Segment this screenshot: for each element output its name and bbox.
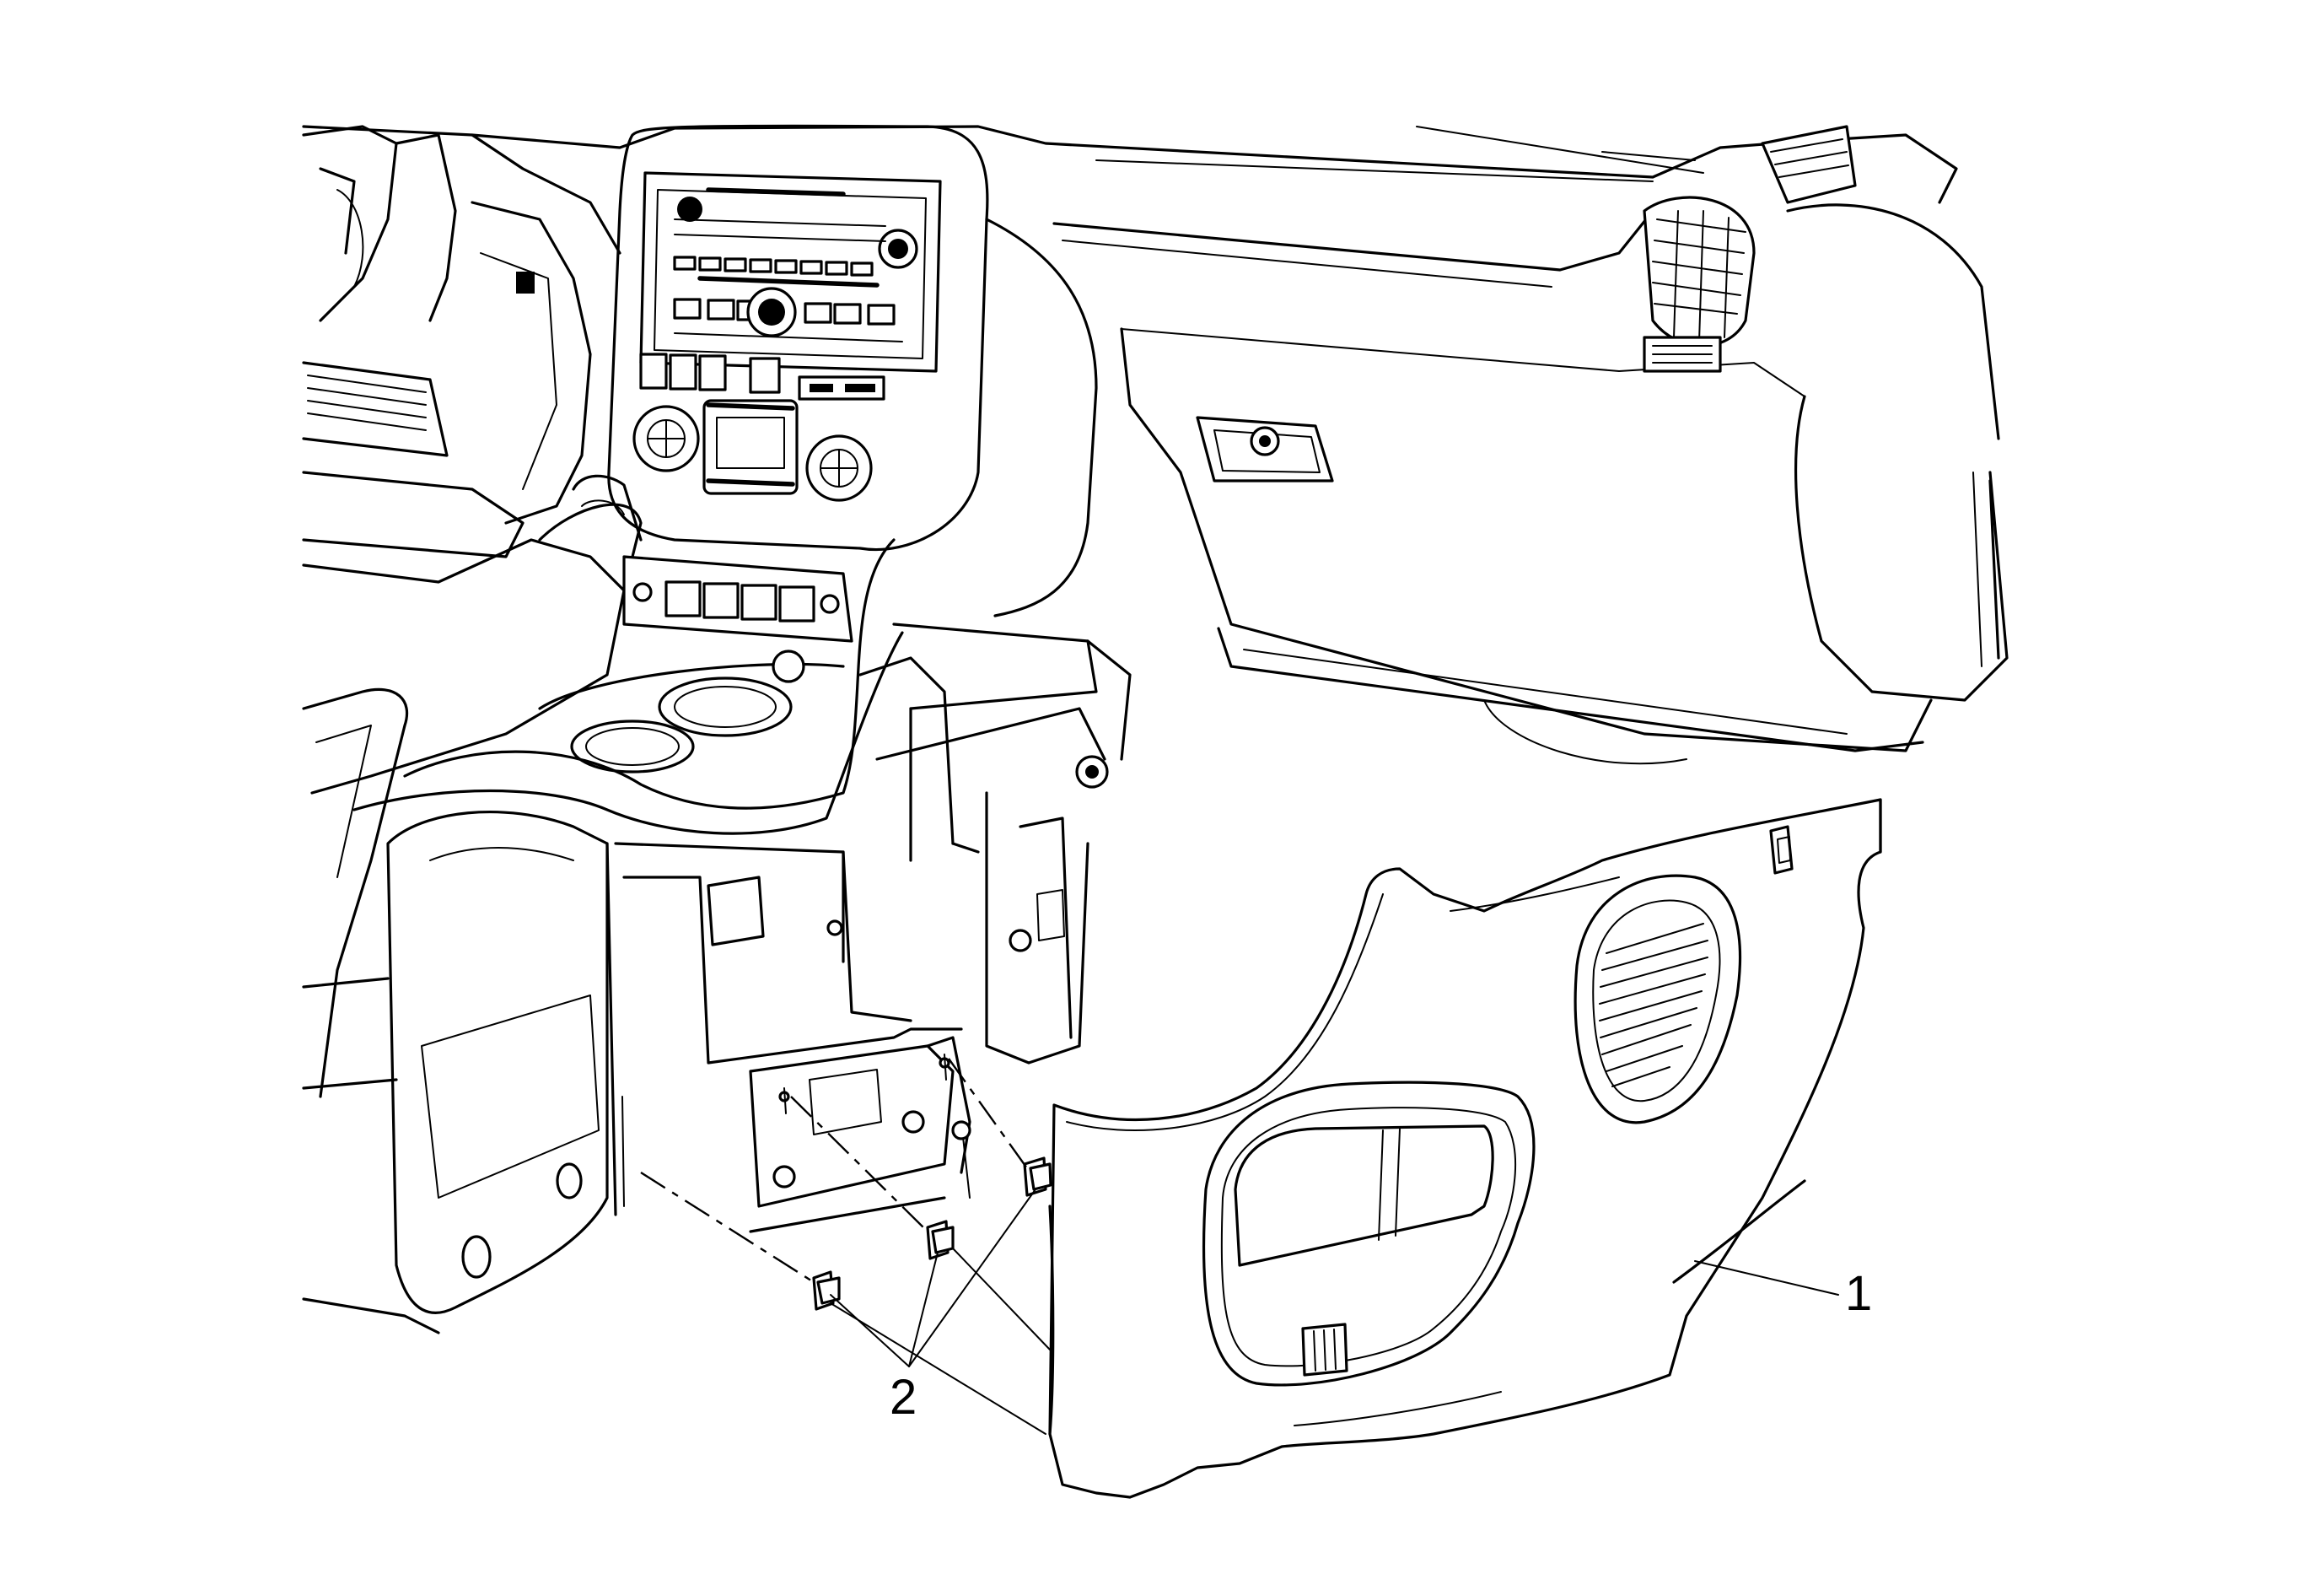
center-stack (607, 124, 989, 552)
callout-2: 2 (890, 1370, 917, 1425)
hvac-buttons (639, 353, 885, 401)
floor-console (302, 474, 904, 1098)
steering-column (302, 125, 592, 558)
knee-bolster-panel (1048, 798, 1882, 1499)
radio-preset-buttons (673, 256, 874, 277)
console-side-panel (302, 810, 617, 1334)
retainer-clips (812, 1156, 1052, 1311)
radio-lower-buttons (673, 298, 896, 326)
leader-line-2c (908, 1189, 1036, 1367)
lower-vent-grille (1599, 923, 1708, 1087)
leader-line-2b (908, 1252, 939, 1367)
right-dash (985, 125, 2009, 765)
installation-lines (621, 1054, 1051, 1435)
leader-line-2a (830, 1294, 910, 1367)
center-support-bracket (614, 623, 1132, 1233)
leader-line-1 (1694, 1260, 1839, 1296)
glove-box-latch (1196, 416, 1334, 482)
callout-1: 1 (1845, 1266, 1873, 1321)
dash-vent-right (1643, 125, 1857, 373)
dash-top (302, 125, 1958, 288)
